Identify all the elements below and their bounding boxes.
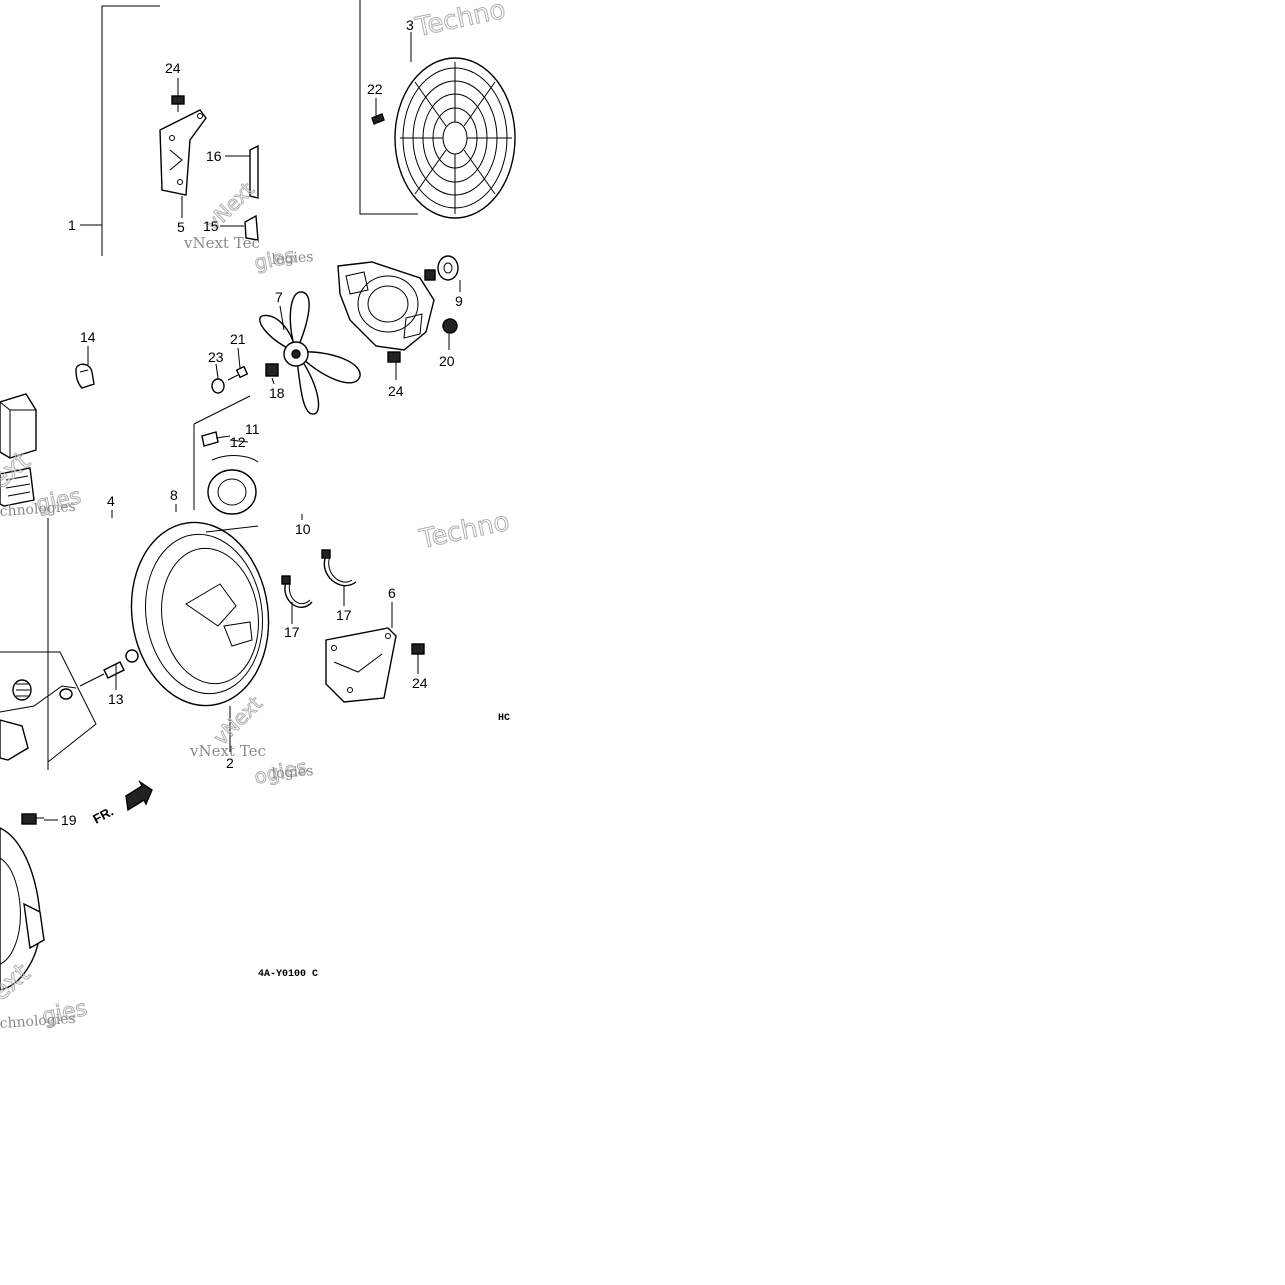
watermark-logies-low: logies bbox=[271, 763, 314, 782]
callout-17-left: 17 bbox=[284, 624, 300, 640]
part-housing-rear bbox=[0, 827, 45, 991]
side-code: HC bbox=[498, 713, 510, 724]
diagram-code: 4A-Y0100 C bbox=[258, 969, 318, 980]
watermark-chnologies-bottom: chnologies bbox=[0, 1011, 76, 1032]
part-motor-8 bbox=[193, 395, 259, 515]
frame-lines bbox=[47, 0, 418, 770]
part-grommet-9 bbox=[424, 255, 459, 281]
part-fan-housing-2 bbox=[130, 521, 270, 707]
callout-20: 20 bbox=[439, 353, 455, 369]
callout-18: 18 bbox=[269, 385, 285, 401]
part-bracket-6 bbox=[325, 627, 397, 703]
part-nut-18 bbox=[265, 363, 279, 377]
part-band-17-right bbox=[321, 549, 357, 587]
part-wire-harness bbox=[0, 651, 97, 763]
part-screw-22 bbox=[371, 110, 385, 125]
part-clip-15 bbox=[244, 214, 259, 241]
part-fan-blade-7 bbox=[259, 291, 361, 415]
part-clip-14 bbox=[75, 363, 95, 389]
watermark-techno-mid: Techno bbox=[416, 507, 512, 555]
callout-9: 9 bbox=[455, 293, 463, 309]
callout-21: 21 bbox=[230, 331, 246, 347]
callout-23: 23 bbox=[208, 349, 224, 365]
watermark-techno-top: Techno bbox=[412, 0, 508, 43]
callout-8: 8 bbox=[170, 487, 178, 503]
part-fan-shroud-3 bbox=[394, 57, 516, 219]
part-relay-block bbox=[0, 393, 37, 507]
part-bolt-24-mid bbox=[387, 351, 401, 363]
callout-24-low: 24 bbox=[412, 675, 428, 691]
part-ground-terminal-13 bbox=[79, 649, 139, 687]
direction-label: FR. bbox=[90, 804, 116, 827]
callout-14: 14 bbox=[80, 329, 96, 345]
callout-24-mid: 24 bbox=[388, 383, 404, 399]
callout-1: 1 bbox=[68, 217, 76, 233]
callout-5: 5 bbox=[177, 219, 185, 235]
callout-6: 6 bbox=[388, 585, 396, 601]
callout-22: 22 bbox=[367, 81, 383, 97]
callout-19: 19 bbox=[61, 812, 77, 828]
callout-4: 4 bbox=[107, 493, 115, 509]
part-bolt-12 bbox=[201, 431, 231, 447]
callout-12: 12 bbox=[230, 434, 246, 450]
part-bolt-19 bbox=[21, 813, 44, 825]
callout-11: 11 bbox=[245, 421, 260, 437]
part-nut-20 bbox=[442, 318, 458, 334]
part-bracket-5 bbox=[159, 109, 207, 196]
watermark-vnext-tec-low: vNext Tec bbox=[189, 742, 266, 760]
part-mount-plate bbox=[337, 261, 435, 351]
callout-3: 3 bbox=[406, 17, 414, 33]
part-bolt-24-top bbox=[171, 95, 185, 112]
callout-2: 2 bbox=[226, 755, 234, 771]
callouts: 1 2 3 4 5 6 7 8 9 10 11 12 13 14 15 16 1… bbox=[61, 17, 463, 828]
callout-10: 10 bbox=[295, 521, 311, 537]
callout-17-right: 17 bbox=[336, 607, 352, 623]
leader-lines bbox=[44, 32, 461, 821]
part-bolt-24-low bbox=[411, 643, 425, 664]
callout-15: 15 bbox=[203, 218, 219, 234]
callout-13: 13 bbox=[108, 691, 124, 707]
part-bolt-21 bbox=[227, 365, 249, 381]
callout-24-top: 24 bbox=[165, 60, 181, 76]
part-band-17-left bbox=[281, 575, 313, 609]
watermark-vnext-tec-top: vNext Tec bbox=[183, 234, 260, 252]
callout-7: 7 bbox=[275, 289, 283, 305]
watermark-technologies-top: logies bbox=[271, 249, 314, 268]
part-washer-23 bbox=[211, 378, 225, 394]
callout-16: 16 bbox=[206, 148, 222, 164]
part-relay-16 bbox=[249, 144, 259, 199]
watermark-chnologies-mid: chnologies bbox=[0, 499, 76, 520]
direction-arrow bbox=[125, 779, 153, 812]
